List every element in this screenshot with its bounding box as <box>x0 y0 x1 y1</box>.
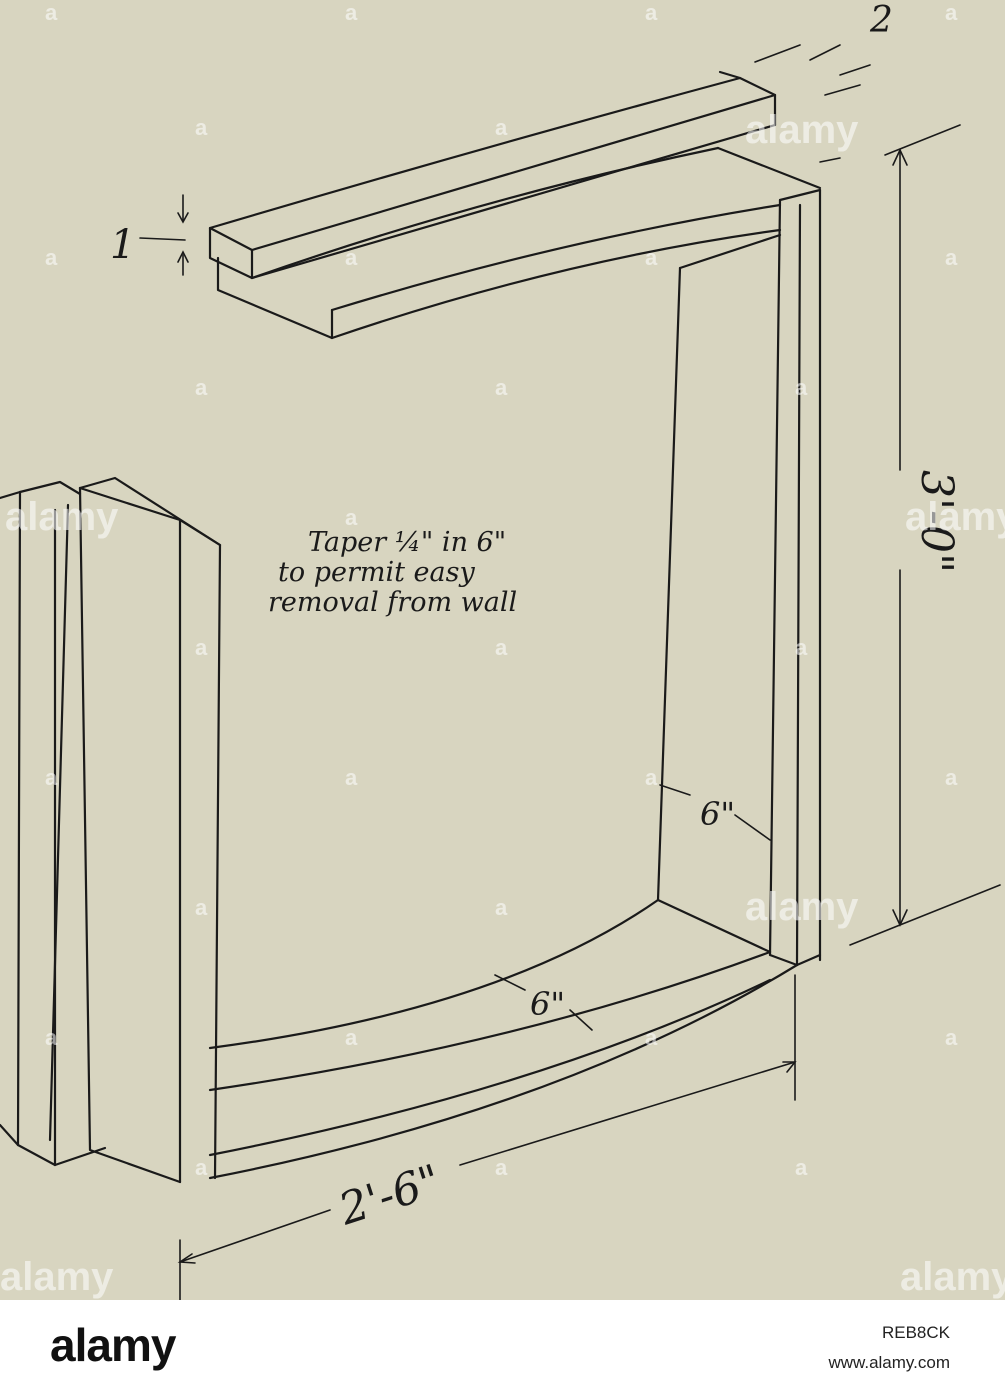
top-board-lower <box>216 146 822 340</box>
watermark-marker: a <box>495 895 508 920</box>
image-id: REB8CK <box>881 1323 950 1342</box>
watermark-marker: a <box>45 1025 58 1050</box>
watermark: alamy <box>745 108 859 152</box>
side-width-label: 6" <box>700 795 735 833</box>
watermark-marker: a <box>195 1155 208 1180</box>
watermark-marker: a <box>645 0 658 25</box>
watermark: alamy <box>5 495 119 539</box>
watermark-marker: a <box>345 245 358 270</box>
note-line-2: to permit easy <box>278 557 475 588</box>
watermark: alamy <box>900 1255 1005 1299</box>
top-board-upper <box>208 70 777 280</box>
watermark-marker: a <box>495 1155 508 1180</box>
watermark-marker: a <box>345 765 358 790</box>
watermark-marker: a <box>645 245 658 270</box>
alamy-logo: alamy <box>50 1319 176 1371</box>
footer-info: REB8CK www.alamy.com <box>828 1318 950 1378</box>
watermark-marker: a <box>195 635 208 660</box>
width-dim-line <box>179 1209 331 1263</box>
watermark-marker: a <box>945 1025 958 1050</box>
watermark: alamy <box>745 885 859 929</box>
drawing-area: 2 1 3'-0" 6" 6" 2'-6" Taper ¼" in 6" to … <box>0 0 1005 1300</box>
far-left-board <box>0 480 107 1167</box>
watermark-marker: a <box>495 635 508 660</box>
left-side-board <box>78 476 222 1184</box>
watermark-marker: a <box>195 375 208 400</box>
top-thickness-label: 2 <box>869 0 893 41</box>
watermark-marker: a <box>345 505 358 530</box>
watermark-marker: a <box>795 635 808 660</box>
form-drawing: 2 1 3'-0" 6" 6" 2'-6" <box>0 0 1001 1300</box>
watermark-marker: a <box>45 0 58 25</box>
watermark-marker: a <box>795 1155 808 1180</box>
watermark-marker: a <box>345 0 358 25</box>
footer-bar: alamy REB8CK www.alamy.com <box>0 1300 1005 1390</box>
watermark-marker: a <box>495 115 508 140</box>
watermark-marker: a <box>345 1025 358 1050</box>
watermark-marker: a <box>45 765 58 790</box>
site-url: www.alamy.com <box>828 1353 950 1372</box>
board-thickness-label: 1 <box>110 222 135 268</box>
watermark-marker: a <box>195 115 208 140</box>
note-line-3: removal from wall <box>268 587 518 618</box>
watermark-marker: a <box>795 375 808 400</box>
watermark-marker: a <box>195 895 208 920</box>
watermark: alamy <box>0 1255 114 1299</box>
taper-note: Taper ¼" in 6" to permit easy removal fr… <box>268 528 668 618</box>
height-label: 3'-0" <box>911 470 962 573</box>
bottom-width-label: 6" <box>530 985 565 1023</box>
watermark-marker: a <box>645 1025 658 1050</box>
watermark-marker: a <box>645 765 658 790</box>
watermark-marker: a <box>945 765 958 790</box>
watermark-marker: a <box>495 375 508 400</box>
right-side-board <box>656 188 822 967</box>
watermark-marker: a <box>945 0 958 25</box>
bottom-board <box>208 898 799 1180</box>
width-label: 2'-6" <box>332 1155 447 1236</box>
watermark-marker: a <box>45 245 58 270</box>
watermark: alamy <box>905 495 1005 539</box>
watermark-marker: a <box>945 245 958 270</box>
note-line-1: Taper ¼" in 6" <box>308 527 507 558</box>
